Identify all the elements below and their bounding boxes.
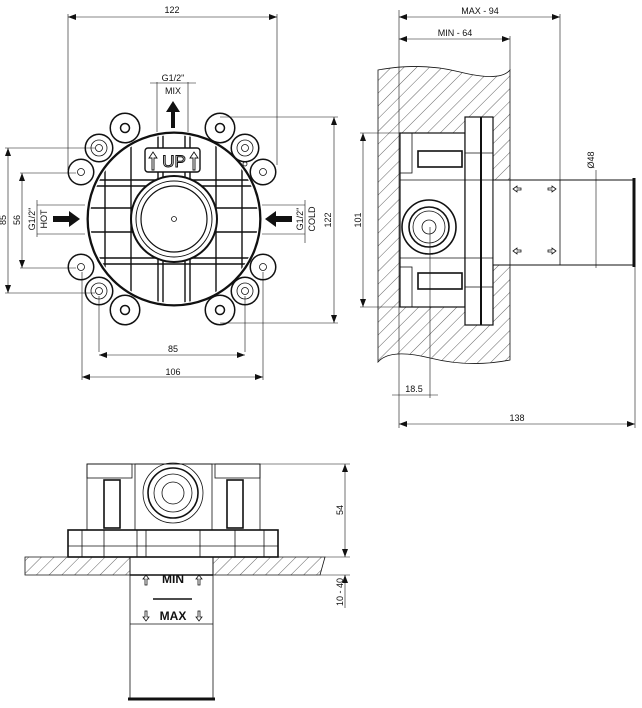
dim-min-64: MIN - 64	[438, 28, 473, 38]
up-label: UP	[162, 152, 186, 171]
max-label: MAX	[160, 609, 187, 623]
mounting-flange: UP	[67, 112, 277, 326]
mix-thread: G1/2"	[162, 73, 185, 83]
dim-range-10-40: 10 - 40	[335, 578, 345, 606]
adjust-arrow-icons	[512, 185, 557, 255]
cold-inlet-arrow-icon	[265, 211, 292, 227]
dim-width-122: 122	[164, 5, 179, 15]
top-view: MIN MAX 54 10 - 40	[24, 462, 350, 701]
min-max-arrow-icons	[142, 574, 203, 622]
dim-width-106: 106	[165, 367, 180, 377]
dim-total-138: 138	[509, 413, 524, 423]
dim-height-56: 56	[12, 215, 22, 225]
hot-thread: G1/2"	[27, 208, 37, 231]
dim-max-94: MAX - 94	[461, 6, 499, 16]
dim-diameter-48: Ø48	[586, 151, 596, 168]
dim-height-101: 101	[353, 212, 363, 227]
side-flange	[464, 116, 494, 326]
mix-outlet-arrow-icon	[166, 101, 180, 128]
dim-height-122: 122	[323, 212, 333, 227]
side-view: MAX - 94 MIN - 64 101 Ø48 18.5 138	[353, 6, 636, 428]
min-label: MIN	[162, 572, 184, 586]
extension-sleeve	[492, 179, 634, 266]
bolt-icons	[77, 122, 267, 316]
dim-width-85: 85	[168, 344, 178, 354]
cold-thread: G1/2"	[295, 208, 305, 231]
dim-height-85: 85	[0, 215, 8, 225]
hot-label: HOT	[39, 209, 49, 229]
up-arrow-icon	[148, 151, 199, 171]
cold-label: COLD	[307, 206, 317, 232]
mix-label: MIX	[165, 86, 181, 96]
hot-inlet-arrow-icon	[53, 211, 80, 227]
dim-height-54: 54	[335, 505, 345, 515]
dim-offset-18-5: 18.5	[405, 384, 423, 394]
front-view: 122	[0, 5, 338, 380]
